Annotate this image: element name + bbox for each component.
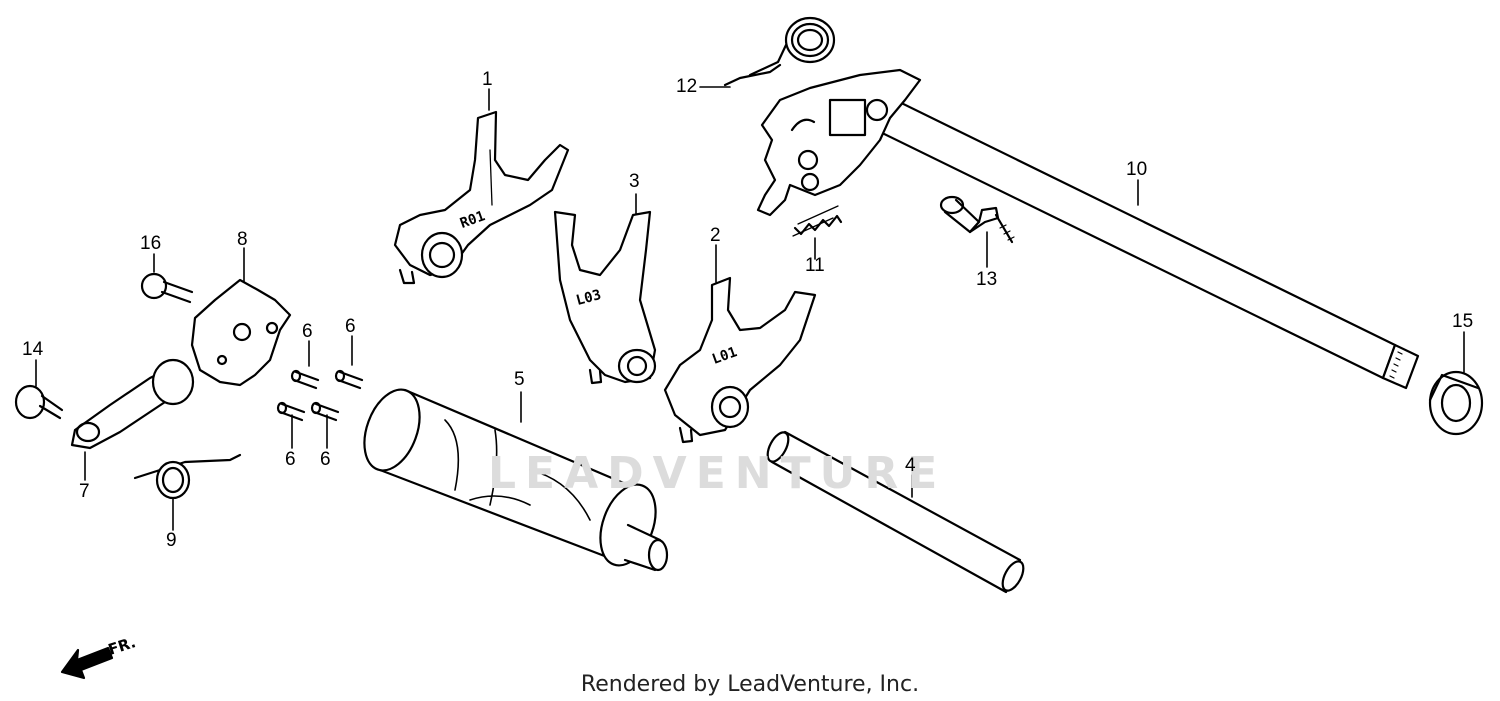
footer-credit: Rendered by LeadVenture, Inc. bbox=[580, 672, 920, 697]
front-arrow bbox=[60, 646, 114, 680]
callout-10: 10 bbox=[1126, 159, 1148, 180]
callout-9: 9 bbox=[166, 530, 177, 551]
shift-drum bbox=[363, 388, 669, 572]
callout-8: 8 bbox=[237, 229, 248, 250]
callout-6b: 6 bbox=[345, 316, 356, 337]
callout-4: 4 bbox=[905, 455, 916, 476]
shift-fork-1 bbox=[393, 110, 570, 285]
shift-arm-assembly bbox=[756, 68, 922, 217]
callout-3: 3 bbox=[629, 171, 640, 192]
bolt-14 bbox=[14, 384, 64, 420]
stopper-plate bbox=[190, 278, 292, 387]
leader-lines bbox=[35, 86, 1465, 531]
guide-pins bbox=[276, 369, 364, 422]
callout-6a: 6 bbox=[302, 321, 313, 342]
stopper-arm bbox=[70, 358, 195, 450]
callout-6d: 6 bbox=[320, 449, 331, 470]
callout-15: 15 bbox=[1452, 311, 1474, 332]
shift-fork-2 bbox=[663, 276, 817, 444]
shift-shaft bbox=[870, 93, 1420, 390]
watermark: LEADVENTURE bbox=[488, 448, 947, 499]
bolt-16 bbox=[140, 272, 194, 304]
small-spring bbox=[792, 205, 843, 237]
stopper-spring bbox=[133, 453, 242, 500]
callout-13: 13 bbox=[976, 269, 998, 290]
callout-14: 14 bbox=[22, 339, 44, 360]
callout-16: 16 bbox=[140, 233, 162, 254]
callout-5: 5 bbox=[514, 369, 525, 390]
return-spring bbox=[723, 16, 836, 87]
oil-seal bbox=[1428, 370, 1484, 436]
shift-fork-3 bbox=[553, 210, 657, 385]
callout-7: 7 bbox=[79, 481, 90, 502]
callout-12: 12 bbox=[676, 76, 698, 97]
stopper-bolt bbox=[939, 195, 1015, 244]
callout-11: 11 bbox=[805, 255, 825, 276]
callout-6c: 6 bbox=[285, 449, 296, 470]
callout-1: 1 bbox=[482, 69, 493, 90]
fork-shaft bbox=[766, 430, 1025, 594]
callout-2: 2 bbox=[710, 225, 721, 246]
